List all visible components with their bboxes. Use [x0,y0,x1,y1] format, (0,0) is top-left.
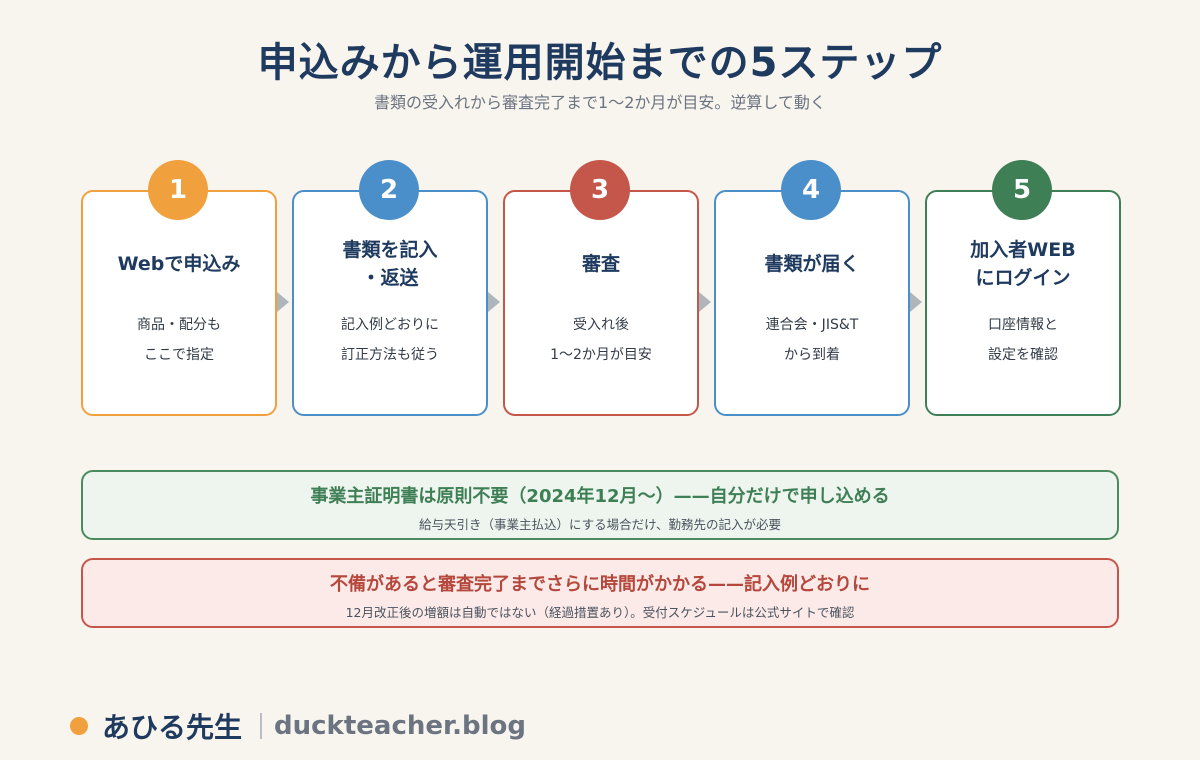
step-number-badge-4: 4 [781,160,841,220]
step-card-3: 審査 受入れ後 1〜2か月が目安 [503,190,699,416]
step-title: 審査 [581,253,620,275]
chevron-right-icon [910,292,922,312]
step-number-badge-1: 1 [148,160,208,220]
brand-dot-icon [70,717,88,735]
step-title: 書類が届く [764,253,860,275]
step-desc: 記入例どおりに 訂正方法も従う [341,317,439,363]
page-title: 申込みから運用開始までの5ステップ [257,40,943,86]
divider [260,713,263,739]
note-heading: 事業主証明書は原則不要（2024年12月〜）——自分だけで申し込める [310,486,890,507]
author-name: あひる先生 [102,711,243,744]
step-number-badge-3: 3 [570,160,630,220]
step-card-4: 書類が届く 連合会・JIS&T から到着 [714,190,910,416]
note-heading: 不備があると審査完了までさらに時間がかかる——記入例どおりに [330,574,870,595]
step-desc: 商品・配分も ここで指定 [137,317,221,363]
step-number-badge-2: 2 [359,160,419,220]
step-title: Webで申込み [117,253,241,275]
step-desc: 口座情報と 設定を確認 [988,317,1058,363]
step-card-5: 加入者WEB にログイン 口座情報と 設定を確認 [925,190,1121,416]
note-detail: 12月改正後の増額は自動ではない（経過措置あり）。受付スケジュールは公式サイトで… [345,605,855,620]
warning-note-box: 不備があると審査完了までさらに時間がかかる——記入例どおりに 12月改正後の増額… [81,558,1119,628]
chevron-right-icon [699,292,711,312]
page-subtitle: 書類の受入れから審査完了まで1〜2か月が目安。逆算して動く [374,93,826,112]
info-note-box: 事業主証明書は原則不要（2024年12月〜）——自分だけで申し込める 給与天引き… [81,470,1119,540]
step-number-badge-5: 5 [992,160,1052,220]
step-card-2: 書類を記入 ・返送 記入例どおりに 訂正方法も従う [292,190,488,416]
note-detail: 給与天引き（事業主払込）にする場合だけ、勤務先の記入が必要 [418,517,781,532]
steps-flow: Webで申込み 商品・配分も ここで指定 1 書類を記入 ・返送 記入例どおりに… [81,160,1121,416]
step-title: 加入者WEB にログイン [970,239,1076,289]
site-url: duckteacher.blog [274,711,526,741]
chevron-right-icon [277,292,289,312]
chevron-right-icon [488,292,500,312]
step-title: 書類を記入 ・返送 [342,239,438,289]
step-card-1: Webで申込み 商品・配分も ここで指定 [81,190,277,416]
footer: あひる先生 duckteacher.blog [70,706,526,746]
step-desc: 連合会・JIS&T から到着 [765,317,859,363]
step-desc: 受入れ後 1〜2か月が目安 [550,317,652,363]
